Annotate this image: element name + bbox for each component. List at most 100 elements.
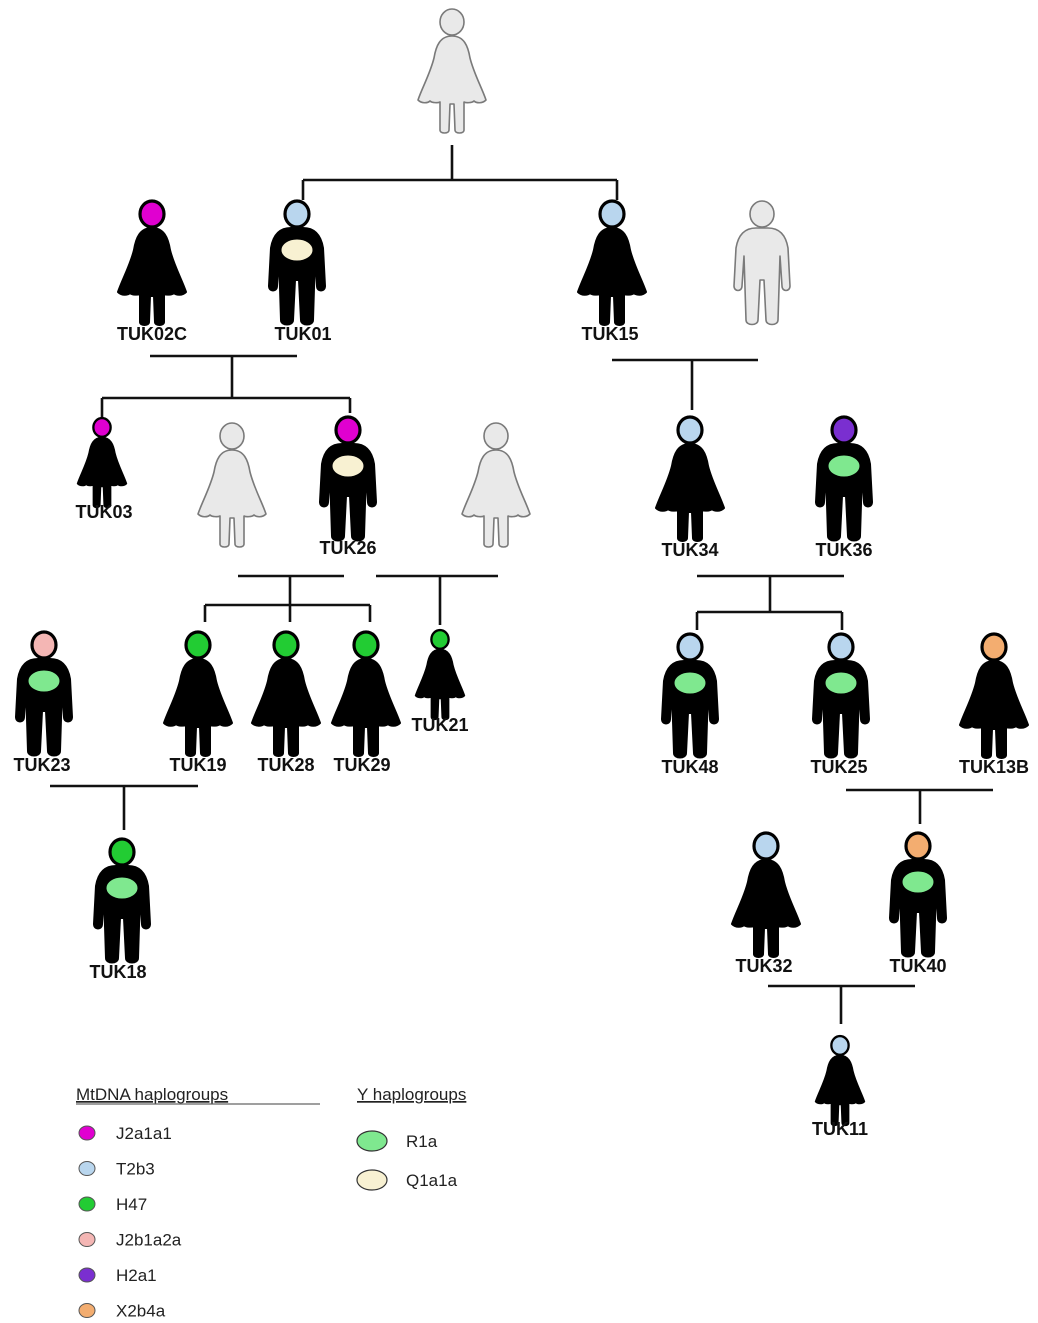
mtdna-head (219, 422, 245, 450)
pedigree-lines (50, 145, 993, 1024)
mtdna-head (184, 630, 212, 660)
person-tuk18 (93, 837, 151, 964)
person-unsampled (461, 422, 531, 548)
legend-item-label: T2b3 (116, 1160, 155, 1179)
person-tuk15 (577, 199, 647, 326)
y-haplogroup-marker (27, 669, 61, 693)
mtdna-head (830, 415, 858, 445)
mtdna-head (827, 632, 855, 662)
male-figure-body (733, 227, 791, 326)
mtdna-head (904, 831, 932, 861)
legend-swatch (78, 1232, 96, 1247)
mtdna-head (108, 837, 136, 867)
legend-swatch (78, 1161, 96, 1176)
person-unsampled (417, 8, 487, 134)
y-haplogroup-marker (280, 238, 314, 262)
person-tuk21 (414, 628, 466, 721)
female-figure-body (731, 859, 801, 958)
legend-item-label: X2b4a (116, 1302, 166, 1321)
female-figure-body (197, 449, 267, 548)
person-tuk36 (815, 415, 873, 542)
mtdna-head (430, 628, 450, 650)
person-label: TUK13B (959, 757, 1029, 777)
legend-y-title: Y haplogroups (357, 1085, 466, 1104)
person-tuk28 (251, 630, 321, 757)
female-figure-body (417, 35, 487, 134)
legend-item-label: J2a1a1 (116, 1124, 172, 1143)
y-haplogroup-marker (673, 671, 707, 695)
person-label: TUK15 (581, 324, 638, 344)
legend-item-label: R1a (406, 1132, 438, 1151)
mtdna-head (352, 630, 380, 660)
legend-swatch (78, 1267, 96, 1283)
person-tuk25 (812, 632, 870, 759)
person-tuk03 (76, 416, 128, 509)
person-tuk32 (731, 831, 801, 958)
person-label: TUK34 (661, 540, 718, 560)
person-tuk34 (655, 415, 725, 542)
y-haplogroup-marker (901, 870, 935, 894)
female-figure-body (76, 436, 128, 509)
person-label: TUK03 (75, 502, 132, 522)
mtdna-head (676, 632, 704, 662)
female-figure-body (959, 660, 1029, 759)
person-tuk01 (268, 199, 326, 326)
female-figure-body (331, 658, 401, 757)
person-unsampled (733, 200, 791, 326)
y-haplogroup-marker (827, 454, 861, 478)
person-label: TUK36 (815, 540, 872, 560)
person-tuk40 (889, 831, 947, 958)
person-label: TUK26 (319, 538, 376, 558)
legend-mtdna-title: MtDNA haplogroups (76, 1085, 228, 1104)
person-label: TUK29 (333, 755, 390, 775)
legend-item-label: H47 (116, 1195, 147, 1214)
mtdna-head (749, 200, 775, 228)
person-tuk48 (661, 632, 719, 759)
person-label: TUK11 (812, 1119, 868, 1139)
person-label: TUK40 (889, 956, 946, 976)
legend-swatch (356, 1130, 388, 1152)
mtdna-head (138, 199, 166, 229)
pedigree-figures (15, 8, 1029, 1127)
mtdna-head (272, 630, 300, 660)
person-label: TUK01 (274, 324, 331, 344)
person-label: TUK23 (13, 755, 70, 775)
person-tuk29 (331, 630, 401, 757)
mtdna-head (439, 8, 465, 36)
person-label: TUK02C (117, 324, 187, 344)
y-haplogroup-marker (824, 671, 858, 695)
legend-swatch (78, 1196, 96, 1212)
person-tuk19 (163, 630, 233, 757)
person-tuk11 (814, 1034, 866, 1127)
female-figure-body (814, 1054, 866, 1127)
person-unsampled (197, 422, 267, 548)
female-figure-body (117, 227, 187, 326)
legend-swatch (356, 1169, 388, 1191)
legend-item-label: J2b1a2a (116, 1231, 182, 1250)
mtdna-head (980, 632, 1008, 662)
mtdna-head (92, 416, 112, 438)
mtdna-head (283, 199, 311, 229)
person-tuk13b (959, 632, 1029, 759)
person-label: TUK21 (411, 715, 468, 735)
female-figure-body (163, 658, 233, 757)
mtdna-head (334, 415, 362, 445)
mtdna-head (676, 415, 704, 445)
person-tuk23 (15, 630, 73, 757)
mtdna-head (830, 1034, 850, 1056)
person-label: TUK18 (89, 962, 146, 982)
female-figure-body (655, 443, 725, 542)
legend-swatch (78, 1303, 96, 1318)
mtdna-head (598, 199, 626, 229)
female-figure-body (461, 449, 531, 548)
person-label: TUK28 (257, 755, 314, 775)
y-haplogroup-marker (331, 454, 365, 478)
legend-item-label: Q1a1a (406, 1171, 458, 1190)
person-label: TUK25 (810, 757, 867, 777)
female-figure-body (414, 648, 466, 721)
mtdna-head (483, 422, 509, 450)
